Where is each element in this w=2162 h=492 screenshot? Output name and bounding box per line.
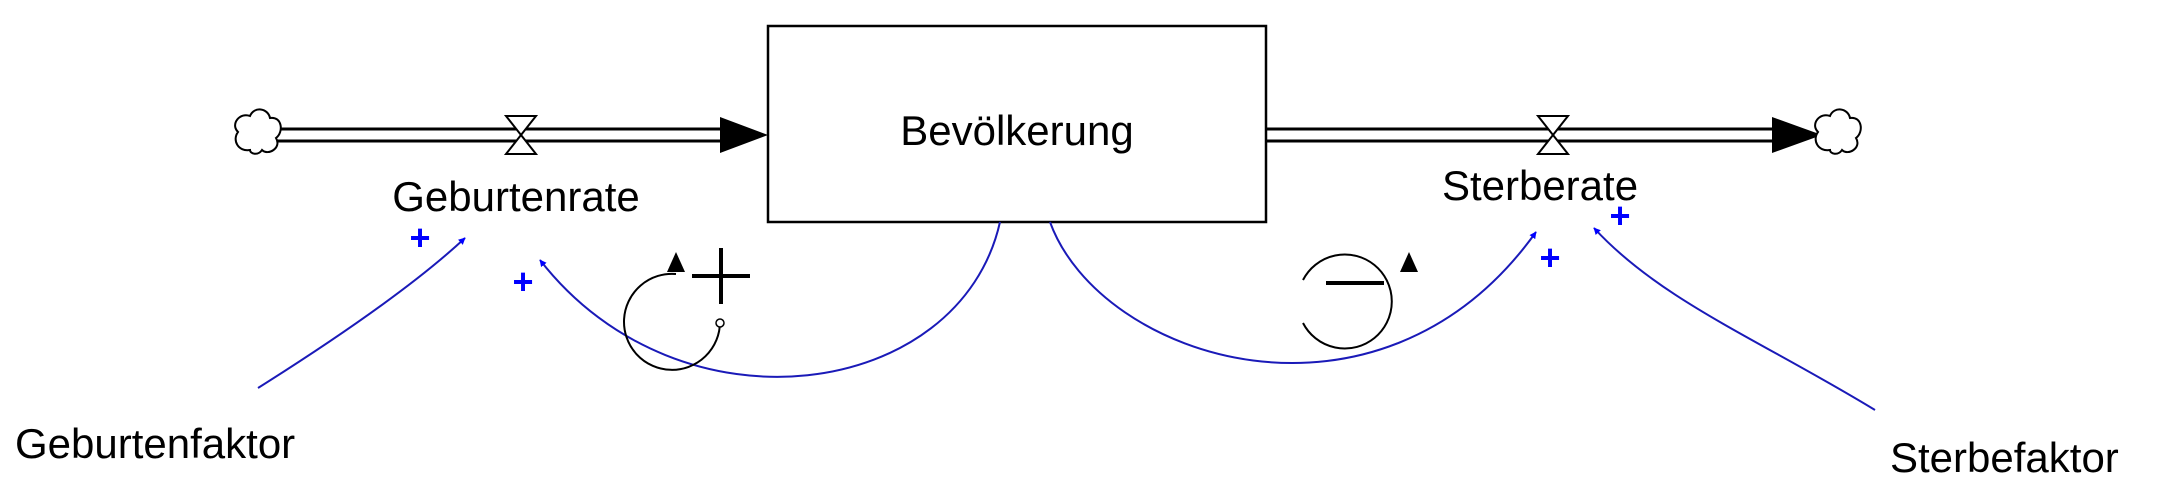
outflow-arrowhead <box>1772 117 1822 153</box>
loop-arrow-icon <box>623 272 721 371</box>
loop-arrow-icon <box>1302 253 1393 350</box>
link-population-to-death-rate[interactable] <box>1049 221 1537 364</box>
inflow-pipe <box>272 117 768 153</box>
population-death-link-polarity: + <box>1539 237 1560 278</box>
source-cloud-icon <box>234 108 282 155</box>
stock-label: Bevölkerung <box>900 107 1133 154</box>
link-population-to-birth-rate[interactable] <box>539 221 1001 378</box>
link-birth-factor-to-birth-rate[interactable] <box>257 237 466 389</box>
death-factor-label: Sterbefaktor <box>1890 434 2119 481</box>
birth-factor-label: Geburtenfaktor <box>15 420 295 467</box>
inflow-arrowhead <box>720 117 768 153</box>
reinforcing-loop-marker <box>623 248 750 371</box>
outflow-pipe <box>1266 117 1822 153</box>
link-death-factor-to-death-rate[interactable] <box>1593 227 1876 411</box>
outflow-valve-icon[interactable] <box>1535 115 1571 155</box>
inflow-label: Geburtenrate <box>392 173 640 220</box>
birth-factor-link-polarity: + <box>409 217 430 258</box>
population-birth-link-polarity: + <box>512 261 533 302</box>
stock-box[interactable] <box>766 24 1268 224</box>
death-factor-link-polarity: + <box>1609 195 1630 236</box>
outflow-label: Sterberate <box>1442 162 1638 209</box>
inflow-valve-icon[interactable] <box>503 115 539 155</box>
sink-cloud-icon <box>1814 108 1862 155</box>
balancing-loop-marker <box>1302 252 1418 350</box>
